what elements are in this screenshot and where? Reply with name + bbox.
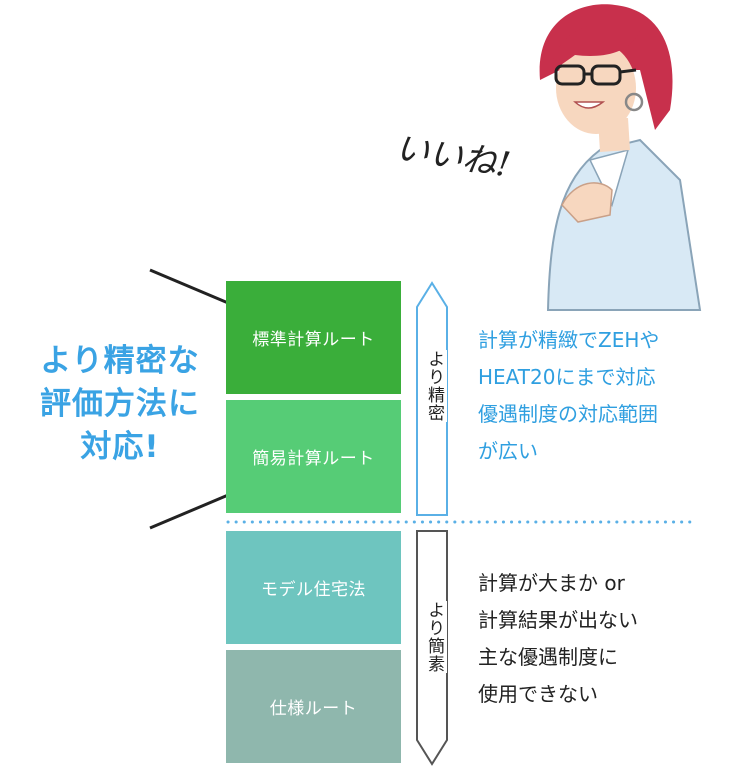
route-block-model-house: モデル住宅法 <box>226 531 401 644</box>
description-line: 計算が精緻でZEHや <box>478 328 660 352</box>
simple-arrow-label: より簡素 <box>422 601 447 673</box>
route-block-specification: 仕様ルート <box>226 650 401 763</box>
description-line: が広い <box>478 439 538 463</box>
callout-line: より精密な <box>40 343 200 379</box>
connector-line-bottom <box>149 488 241 530</box>
callout-line: 対応! <box>80 429 160 465</box>
connector-line-top <box>149 268 241 310</box>
precise-arrow-label: より精密 <box>422 350 447 422</box>
woman-character-illustration <box>539 4 702 311</box>
precision-callout: より精密な 評価方法に 対応! <box>20 340 220 469</box>
description-line: 計算結果が出ない <box>478 608 638 632</box>
description-line: HEAT20にまで対応 <box>478 365 656 389</box>
description-line: 計算が大まか or <box>478 571 625 595</box>
precise-description: 計算が精緻でZEHや HEAT20にまで対応 優遇制度の対応範囲 が広い <box>478 322 738 470</box>
route-block-simplified: 簡易計算ルート <box>226 400 401 513</box>
callout-line: 評価方法に <box>40 386 200 422</box>
simple-description: 計算が大まか or 計算結果が出ない 主な優遇制度に 使用できない <box>478 565 738 713</box>
description-line: 優遇制度の対応範囲 <box>478 402 658 426</box>
route-block-standard: 標準計算ルート <box>226 281 401 394</box>
description-line: 使用できない <box>478 682 598 706</box>
description-line: 主な優遇制度に <box>478 645 618 669</box>
